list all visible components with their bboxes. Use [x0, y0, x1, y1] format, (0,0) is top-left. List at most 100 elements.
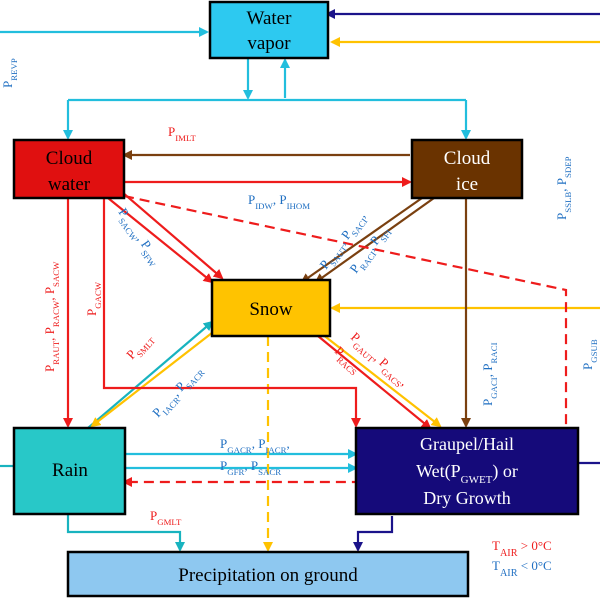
svg-text:vapor: vapor: [247, 33, 291, 54]
svg-text:Water: Water: [247, 8, 293, 29]
label-p-sslb-sdep: PSSLB, PSDEP: [554, 156, 573, 220]
node-graupel-line2-sub: GWET: [461, 474, 493, 486]
node-cloud-water: Cloud water: [12, 138, 126, 200]
label-p-idw-ihom: PIDW, PIHOM: [248, 192, 310, 211]
label-p-saut-saci-seg-4: ,: [354, 209, 368, 220]
node-cloud-water-line2: water: [48, 174, 91, 195]
arrow-water-to-snow-2: [121, 191, 224, 280]
legend-warm-label-seg-1: AIR: [500, 548, 518, 559]
node-precipitation-ground: Precipitation on ground: [66, 550, 470, 598]
node-graupel-line1: Graupel/Hail: [420, 434, 514, 454]
node-cloud-ice: Cloud ice: [410, 138, 524, 200]
node-water-vapor-line1: Water: [247, 8, 293, 29]
legend-cold-label: TAIR < 0°C: [492, 558, 552, 579]
label-p-gfr-sacr-seg-0: P: [220, 458, 227, 473]
node-graupel: Graupel/Hail Wet(PGWET) or Dry Growth: [354, 426, 580, 516]
svg-text:Cloud: Cloud: [444, 148, 491, 169]
node-graupel-line2a: Wet(P: [416, 461, 461, 482]
svg-text:Wet(PGWET) or: Wet(PGWET) or: [416, 461, 518, 486]
label-p-gfr-sacr-seg-1: GFR: [227, 467, 244, 477]
node-cloud-ice-line2: ice: [456, 174, 478, 195]
label-p-gsub: PGSUB: [580, 339, 599, 370]
label-p-raut-seg-1: RAUT: [51, 340, 61, 365]
label-p-sacw-sfw-seg-3: SFW: [139, 248, 158, 269]
arrow-snow-to-rain-teal: [87, 320, 214, 429]
label-p-gfr-sacr: PGFR, PSACR: [220, 458, 281, 477]
label-p-raut-seg-0: P: [42, 365, 57, 372]
label-p-revp: PREVP: [0, 58, 19, 88]
label-p-revp-seg-1: REVP: [9, 58, 19, 81]
label-p-gacr-iacr-seg-3: IACR: [265, 445, 286, 455]
label-p-raci-sfi-seg-1: RACI: [358, 249, 378, 272]
label-p-gacw-seg-1: GACW: [93, 281, 103, 309]
label-p-racs-seg-1: RACS: [335, 355, 359, 378]
node-graupel-line3: Dry Growth: [423, 488, 511, 508]
label-p-iacr-sacr: PIACR, PSACR: [149, 362, 207, 423]
node-water-vapor: Water vapor: [208, 0, 330, 60]
label-p-smlt-seg-1: SMLT: [135, 335, 158, 359]
label-p-idw-ihom-seg-2: , P: [273, 192, 287, 207]
label-p-gacr-iacr-seg-2: , P: [252, 436, 266, 451]
label-p-raut-seg-3: RACW: [51, 300, 61, 327]
svg-text:Precipitation on ground: Precipitation on ground: [178, 565, 358, 586]
arrow-graupel-to-ground: [353, 516, 394, 552]
label-p-gsub-seg-0: P: [580, 363, 595, 370]
label-p-raut-seg-4: , P: [42, 287, 57, 301]
legend-warm-label: TAIR > 0°C: [492, 538, 552, 559]
arrow-ice-to-snow-2: [314, 197, 435, 284]
label-p-gsub-seg-1: GSUB: [589, 339, 599, 363]
legend-warm-label-seg-0: T: [492, 538, 500, 553]
arrow-snow-to-graupel-red: [317, 335, 432, 430]
label-p-gaci-raci-seg-1: GACI: [489, 377, 499, 399]
label-p-gacr-iacr: PGACR, PIACR,: [220, 436, 290, 455]
label-p-imlt-seg-1: IMLT: [175, 133, 196, 143]
label-p-gfr-sacr-seg-2: , P: [244, 458, 258, 473]
label-p-gacr-iacr-seg-1: GACR: [227, 445, 252, 455]
label-p-imlt: PIMLT: [168, 124, 197, 143]
legend-warm-label-seg-2: > 0°C: [518, 538, 552, 553]
svg-text:Dry Growth: Dry Growth: [423, 488, 511, 508]
label-p-sslb-sdep-seg-2: , P: [554, 178, 569, 192]
label-p-idw-ihom-seg-3: IHOM: [287, 201, 311, 211]
arrow-ice-to-snow-1: [300, 197, 423, 284]
label-p-raut: PRAUT, PRACW, PSACW: [42, 261, 61, 372]
label-p-sslb-sdep-seg-3: SDEP: [563, 156, 573, 178]
arrow-water-to-graupel: [102, 198, 361, 428]
label-p-sslb-sdep-seg-1: SSLB: [563, 192, 573, 213]
label-p-gaci-raci-seg-0: P: [480, 399, 495, 406]
label-p-raut-seg-2: , P: [42, 327, 57, 341]
svg-text:Rain: Rain: [52, 460, 88, 481]
node-cloud-water-line1: Cloud: [46, 148, 93, 169]
node-snow-label: Snow: [249, 299, 293, 320]
label-p-gaci-raci-seg-3: RACI: [489, 342, 499, 363]
arrow-snow-to-rain-smlt: [90, 321, 227, 428]
label-p-sslb-sdep-seg-0: P: [554, 213, 569, 220]
legend-cold-label-seg-0: T: [492, 558, 500, 573]
legend-cold-label-seg-1: AIR: [500, 568, 518, 579]
label-p-idw-ihom-seg-1: IDW: [255, 201, 273, 211]
label-p-revp-seg-0: P: [0, 81, 15, 88]
node-snow: Snow: [210, 278, 332, 338]
label-p-smlt: PSMLT: [123, 329, 158, 364]
node-water-vapor-line2: vapor: [247, 33, 291, 54]
label-p-saut-saci-seg-3: SACI: [349, 216, 369, 238]
label-p-gacw-seg-0: P: [84, 309, 99, 316]
node-rain: Rain: [12, 426, 127, 516]
label-p-gmlt: PGMLT: [150, 508, 182, 527]
label-p-gacr-iacr-seg-4: ,: [286, 436, 289, 451]
svg-text:Cloud: Cloud: [46, 148, 93, 169]
label-p-gacr-iacr-seg-0: P: [220, 436, 227, 451]
svg-text:Snow: Snow: [249, 299, 293, 320]
label-p-imlt-seg-0: P: [168, 124, 175, 139]
label-p-idw-ihom-seg-0: P: [248, 192, 255, 207]
arrow-water-to-graupel-dashed: [122, 194, 568, 487]
arrow-rain-to-ground: [66, 515, 185, 552]
node-rain-label: Rain: [52, 460, 88, 481]
label-p-gmlt-seg-1: GMLT: [157, 517, 182, 527]
arrow-water-to-snow-1: [107, 197, 214, 284]
svg-text:ice: ice: [456, 174, 478, 195]
label-p-gmlt-seg-0: P: [150, 508, 157, 523]
label-p-gaci-raci: PGACI, PRACI: [480, 342, 499, 406]
node-ground-label: Precipitation on ground: [178, 565, 358, 586]
